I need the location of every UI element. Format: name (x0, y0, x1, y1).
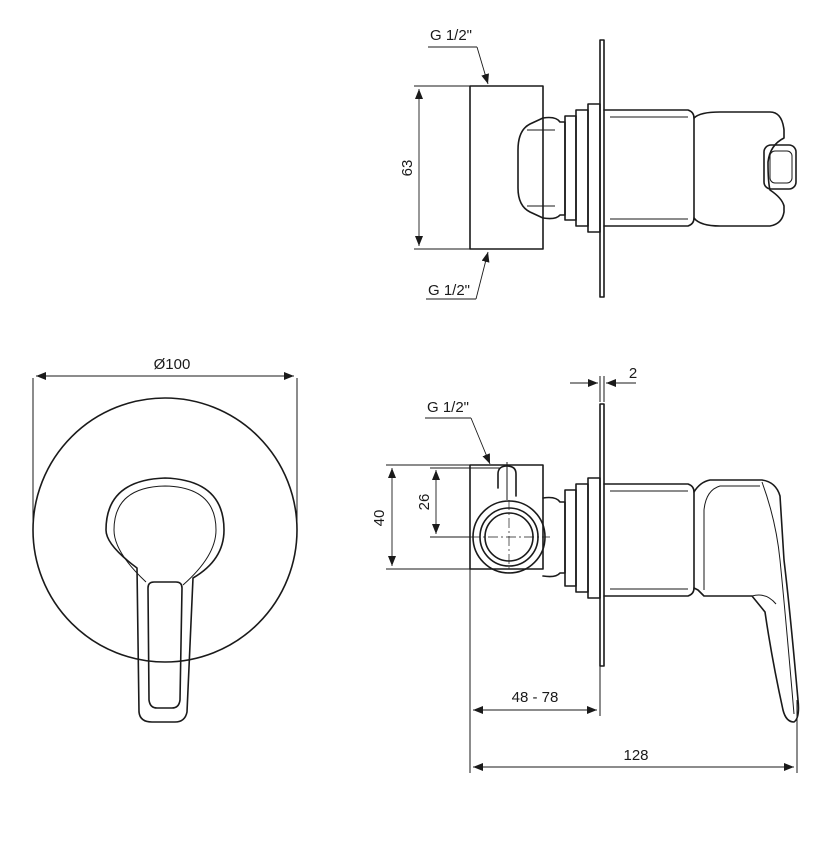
hex-adapter (517, 117, 544, 219)
thread-label-side: G 1/2" (427, 399, 469, 416)
dim-depth-range: 48 - 78 (512, 689, 559, 706)
valve-body (469, 85, 544, 250)
handle-cap (693, 111, 785, 227)
cartridge-body-side (603, 483, 695, 597)
dim-plate-thickness-2: 2 (629, 365, 637, 382)
handle-tip (763, 144, 797, 190)
bottom-side-view: 2 40 26 G 1/2" 48 - 78 128 (371, 365, 800, 773)
dim-total-length-128: 128 (623, 747, 648, 764)
thread-label-top-upper: G 1/2" (430, 27, 472, 44)
thread-label-top-lower: G 1/2" (428, 282, 470, 299)
wall-plate-side (599, 403, 605, 667)
lever-grip (147, 581, 183, 709)
dim-height-40: 40 (371, 510, 388, 527)
dim-height-63: 63 (399, 160, 416, 177)
escutcheon-plate (32, 397, 298, 663)
front-view: Ø100 (32, 356, 298, 723)
lever-handle (105, 477, 225, 723)
wall-plate (599, 39, 605, 298)
top-side-view: 63 G 1/2" G 1/2" (399, 27, 797, 300)
lever-side (693, 479, 800, 723)
cartridge-body (603, 109, 695, 227)
dim-height-26: 26 (416, 494, 433, 511)
dim-diameter-100: Ø100 (154, 356, 191, 373)
